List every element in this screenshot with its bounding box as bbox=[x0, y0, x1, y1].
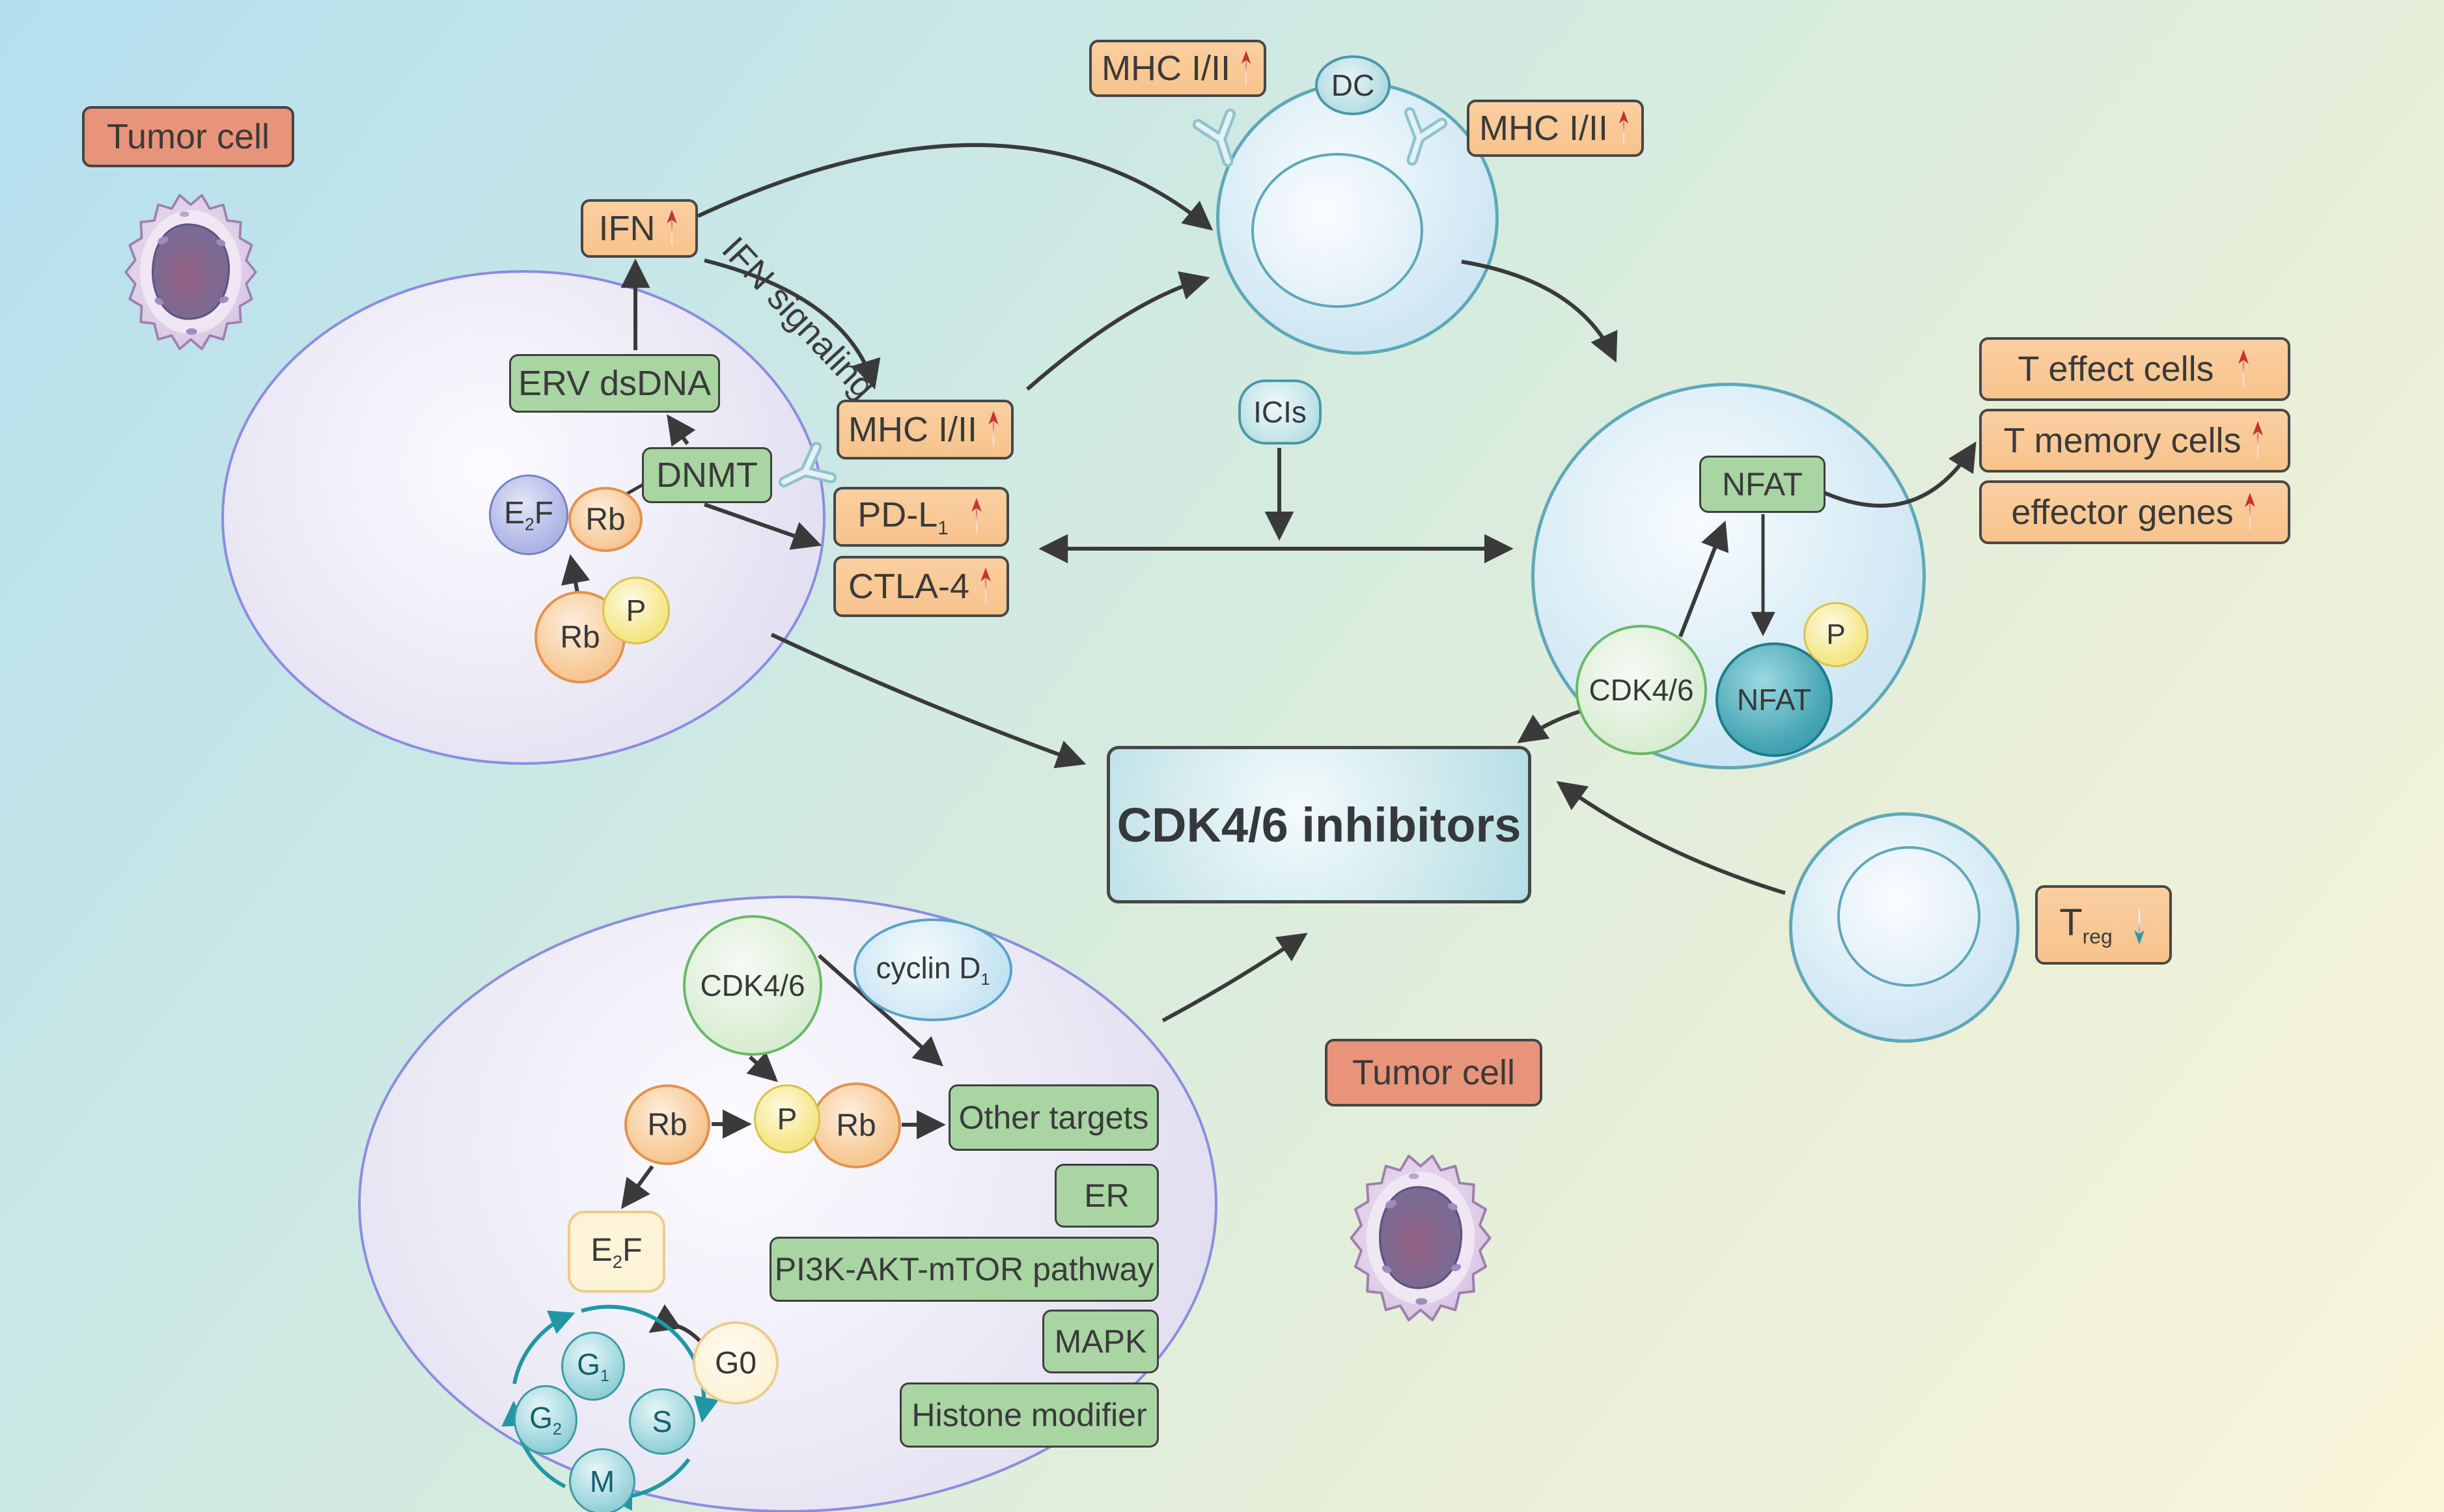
phosphate-node-left: P bbox=[602, 577, 670, 644]
cdk46-inhibitors-box: CDK4/6 inhibitors bbox=[1107, 746, 1531, 903]
up-arrow-icon bbox=[1618, 110, 1629, 146]
mhc-box-dc-left: MHC I/II bbox=[1089, 40, 1266, 97]
arrow-dnmt-to-erv bbox=[667, 414, 696, 447]
rb-bound-node: Rb bbox=[568, 487, 643, 552]
icis-node: ICIs bbox=[1238, 379, 1322, 445]
t-memory-box: T memory cells bbox=[1979, 409, 2290, 473]
dc-label: DC bbox=[1315, 55, 1391, 115]
arrow-ifn-to-dc bbox=[697, 143, 1214, 231]
up-arrow-icon bbox=[971, 497, 982, 536]
arrow-mhc-to-dc bbox=[1026, 271, 1210, 391]
y-receptor-tumor bbox=[778, 441, 837, 488]
histone-modifier-box: Histone modifier bbox=[900, 1382, 1159, 1448]
nfat-nuclear-box: NFAT bbox=[1699, 456, 1826, 513]
e2f-node-top: E2F bbox=[489, 474, 568, 555]
phosphate-node-bottom: P bbox=[754, 1084, 820, 1153]
g1-node: G1 bbox=[561, 1332, 625, 1401]
erv-dsdna-box: ERV dsDNA bbox=[509, 354, 720, 413]
treg-box: Treg bbox=[2035, 885, 2172, 965]
pdl1-box: PD-L1 bbox=[833, 487, 1009, 547]
mhc-box-tumor: MHC I/II bbox=[837, 400, 1014, 460]
nfat-cyto-node: NFAT bbox=[1715, 642, 1833, 757]
cdk46-tcell-node: CDK4/6 bbox=[1576, 625, 1707, 755]
arrow-nfat-to-outcomes bbox=[1823, 441, 1977, 508]
up-arrow-icon bbox=[980, 567, 991, 606]
t-effect-box: T effect cells bbox=[1979, 337, 2290, 401]
m-node: M bbox=[569, 1448, 635, 1512]
tumor-cell-label-bottom: Tumor cell bbox=[1325, 1039, 1542, 1107]
arrow-dnmt-to-checkpoints bbox=[704, 502, 822, 550]
up-arrow-icon bbox=[2252, 421, 2263, 460]
er-box: ER bbox=[1055, 1164, 1159, 1228]
dnmt-box: DNMT bbox=[642, 447, 772, 503]
other-targets-box: Other targets bbox=[949, 1084, 1159, 1151]
effector-genes-box: effector genes bbox=[1979, 480, 2290, 544]
e2f-box-bottom: E2F bbox=[568, 1211, 665, 1293]
up-arrow-icon bbox=[1241, 50, 1251, 87]
y-receptor-dc-left bbox=[1192, 108, 1236, 167]
y-receptor-dc-right bbox=[1404, 107, 1448, 166]
arrow-tumorcell-to-inhibitor bbox=[770, 633, 1087, 769]
arrow-cyclin-to-targets bbox=[818, 954, 944, 1067]
arrow-rbp-to-e2f bbox=[561, 554, 590, 597]
rb-right-node: Rb bbox=[811, 1082, 901, 1168]
arrow-cdk46b-to-prb bbox=[746, 1051, 779, 1082]
ctla4-box: CTLA-4 bbox=[833, 556, 1009, 617]
cdk46-bottom-node: CDK4/6 bbox=[683, 915, 822, 1056]
mhc-box-dc-right: MHC I/II bbox=[1467, 100, 1644, 157]
up-arrow-icon bbox=[2244, 493, 2255, 532]
phosphate-node-tcell: P bbox=[1803, 602, 1868, 667]
s-node: S bbox=[629, 1388, 695, 1455]
cyclin-d1-node: cyclin D1 bbox=[854, 918, 1012, 1021]
mapk-box: MAPK bbox=[1042, 1310, 1159, 1373]
arrow-cdk46-to-nfat bbox=[1678, 520, 1729, 638]
ifn-box: IFN bbox=[581, 199, 698, 258]
arrow-rb-to-e2f bbox=[621, 1165, 654, 1209]
down-arrow-icon bbox=[2133, 905, 2145, 944]
treg-cell-nucleus bbox=[1837, 846, 1980, 987]
g2-node: G2 bbox=[514, 1385, 577, 1455]
pi3k-box: PI3K-AKT-mTOR pathway bbox=[770, 1237, 1159, 1302]
dendritic-cell-nucleus bbox=[1251, 153, 1423, 308]
arrow-treg-to-inhibitor bbox=[1556, 781, 1786, 895]
arrow-bottomcell-to-inhibitor bbox=[1161, 933, 1308, 1023]
arrow-dc-to-tcell bbox=[1461, 260, 1618, 363]
y-receptors bbox=[778, 107, 1448, 488]
rb-left-node: Rb bbox=[624, 1084, 710, 1165]
tumor-cell-label-top: Tumor cell bbox=[82, 106, 294, 167]
g0-node: G0 bbox=[693, 1321, 779, 1405]
up-arrow-icon bbox=[988, 410, 999, 449]
up-arrow-icon bbox=[2238, 350, 2249, 389]
up-arrow-icon bbox=[666, 209, 677, 248]
arrow-ifn-signaling bbox=[704, 258, 881, 390]
